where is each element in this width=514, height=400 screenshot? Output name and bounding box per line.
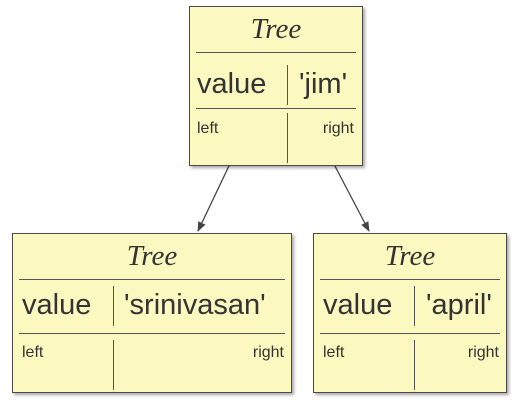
- value-field-value: 'srinivasan': [124, 289, 266, 321]
- right-pointer-label: right: [322, 120, 354, 137]
- value-field-label: value: [197, 68, 267, 100]
- divider: [196, 52, 356, 53]
- divider: [113, 286, 114, 326]
- right-pointer-label: right: [252, 344, 284, 361]
- divider: [414, 286, 415, 326]
- divider: [320, 333, 500, 334]
- tree-node-april: Tree value 'april' left right: [313, 233, 507, 393]
- divider: [287, 113, 288, 163]
- left-pointer-label: left: [197, 120, 219, 137]
- divider: [113, 340, 114, 390]
- left-pointer-label: left: [22, 344, 44, 361]
- divider: [19, 333, 285, 334]
- left-pointer-label: left: [323, 344, 345, 361]
- value-field-label: value: [323, 289, 393, 321]
- divider: [414, 340, 415, 390]
- node-title: Tree: [126, 240, 178, 272]
- right-pointer-label: right: [467, 344, 499, 361]
- tree-node-srinivasan: Tree value 'srinivasan' left right: [12, 233, 292, 393]
- node-title: Tree: [250, 13, 302, 45]
- divider: [19, 279, 285, 280]
- node-title: Tree: [384, 240, 436, 272]
- divider: [287, 65, 288, 105]
- value-field-value: 'jim': [299, 68, 348, 100]
- value-field-value: 'april': [426, 289, 492, 321]
- divider: [196, 108, 356, 109]
- value-field-label: value: [22, 289, 92, 321]
- divider: [320, 279, 500, 280]
- tree-node-root: Tree value 'jim' left right: [189, 6, 363, 166]
